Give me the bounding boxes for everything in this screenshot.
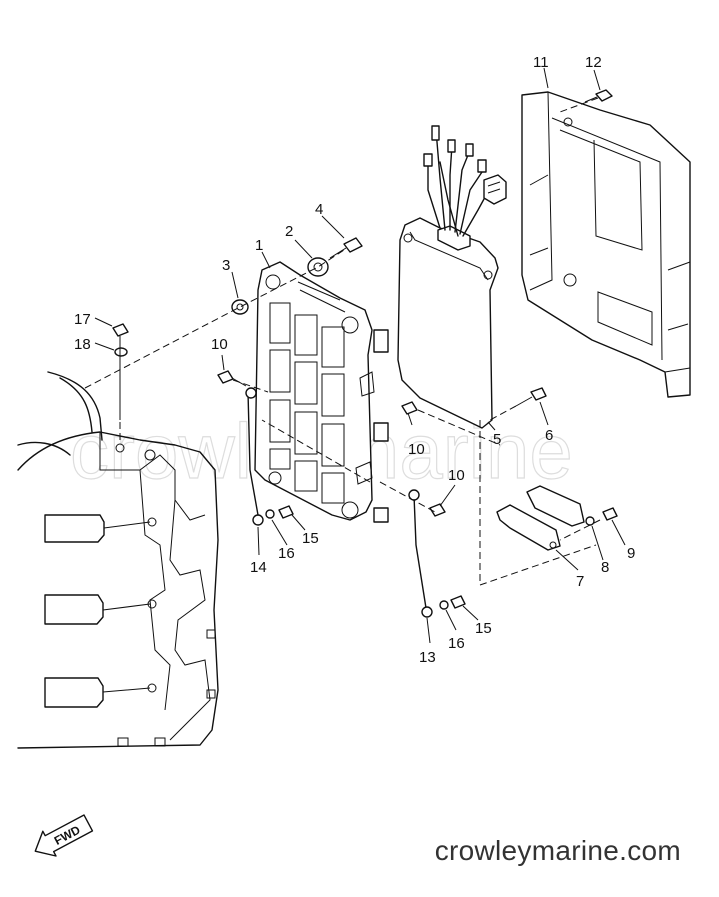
callout-14: 14 [250,559,267,576]
callout-15-right: 15 [475,620,492,637]
hardware [112,89,618,618]
bracket-plate [254,261,389,523]
engine-block [17,371,219,749]
callout-11: 11 [533,54,549,71]
callout-10-left: 10 [211,336,228,353]
callout-15-left: 15 [302,530,319,547]
callout-13: 13 [419,649,436,666]
callout-3: 3 [222,257,230,274]
callout-2: 2 [285,223,293,240]
fwd-arrow-icon: FWD [34,814,94,857]
callout-8: 8 [601,559,609,576]
cdi-unit [397,125,507,429]
assembly-lines [84,97,601,586]
callout-5: 5 [493,431,501,448]
callouts: 1 2 3 4 5 6 7 8 9 10 10 10 11 12 13 14 1… [74,54,635,666]
callout-17: 17 [74,311,91,328]
callout-18: 18 [74,336,91,353]
callout-12: 12 [585,54,602,71]
cover [521,91,691,398]
callout-4: 4 [315,201,323,218]
callout-10-center: 10 [408,441,425,458]
callout-10-lower: 10 [448,467,465,484]
site-label: crowleymarine.com [434,835,681,866]
callout-9: 9 [627,545,635,562]
callout-16-right: 16 [448,635,465,652]
callout-6: 6 [545,427,553,444]
callout-16-left: 16 [278,545,295,562]
callout-7: 7 [576,573,584,590]
callout-1: 1 [255,237,263,254]
